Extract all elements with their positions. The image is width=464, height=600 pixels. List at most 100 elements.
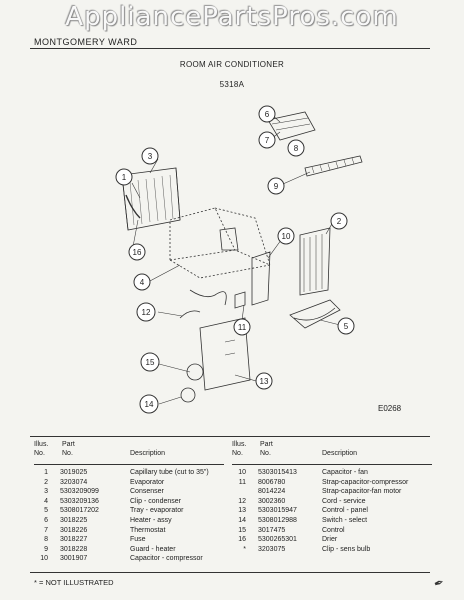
control-panel <box>199 317 251 391</box>
illus-number: 2 <box>44 478 48 486</box>
table-row: 2 3203074 Evaporator <box>34 478 224 488</box>
brand-name: MONTGOMERY WARD <box>34 37 138 47</box>
callout-12: 12 <box>136 302 156 322</box>
callout-4: 4 <box>133 273 151 291</box>
illus-number: 3 <box>44 488 48 496</box>
illus-number: 9 <box>44 545 48 553</box>
header-part-no: No. <box>260 450 271 457</box>
part-number: 8006780 <box>258 478 286 486</box>
part-description: Strap-capacitor-fan motor <box>322 488 402 496</box>
svg-text:11: 11 <box>238 323 247 332</box>
svg-text:3: 3 <box>148 152 153 161</box>
illus-number: 14 <box>238 516 246 524</box>
part-number: 5303015413 <box>258 469 297 476</box>
part-description: Drier <box>322 536 338 544</box>
part-number: 5303015947 <box>258 507 297 515</box>
illus-number: 7 <box>44 526 48 534</box>
illus-number: 11 <box>238 478 246 486</box>
callout-11: 11 <box>233 318 251 336</box>
parts-table-right: Illus. No. Part No. Description 10 530301… <box>232 440 432 554</box>
callout-6: 6 <box>258 105 276 123</box>
callout-3: 3 <box>141 147 159 165</box>
callout-1: 1 <box>115 168 133 186</box>
part-description: Thermostat <box>130 526 166 534</box>
part-number: 3203074 <box>60 478 88 486</box>
part-number: 3018226 <box>60 526 88 534</box>
part-description: Guard - heater <box>130 545 176 553</box>
table-row: 8014224 Strap-capacitor-fan motor <box>232 487 432 497</box>
part-description: Control - panel <box>322 507 368 515</box>
part-number: 3018228 <box>60 545 88 553</box>
table-row: 4 5303209136 Clip - condenser <box>34 497 224 507</box>
part-description: Fuse <box>130 536 146 544</box>
header-rule-left <box>34 464 224 465</box>
part-number: 3001907 <box>60 555 88 563</box>
header-illus: Illus. <box>232 441 247 448</box>
part-number: 5308012988 <box>258 516 297 524</box>
part-description: Strap-capacitor-compressor <box>322 478 409 486</box>
illus-number: 5 <box>44 507 48 515</box>
part-description: Consenser <box>130 488 164 496</box>
part-description: Clip - condenser <box>130 497 181 505</box>
callout-15: 15 <box>140 352 160 372</box>
header-part-no: No. <box>62 450 73 457</box>
part-description: Capacitor - compressor <box>130 555 203 563</box>
table-row: 9 3018228 Guard - heater <box>34 545 224 555</box>
svg-text:2: 2 <box>337 217 342 226</box>
table-top-rule <box>30 436 430 437</box>
svg-text:13: 13 <box>260 377 269 386</box>
callout-2: 2 <box>330 212 348 230</box>
part-number: 3002360 <box>258 497 286 505</box>
page-title: ROOM AIR CONDITIONER <box>179 60 285 69</box>
part-number: 3018227 <box>60 536 88 544</box>
figure-code: E0268 <box>378 404 402 413</box>
footnote: * = NOT ILLUSTRATED <box>34 578 114 587</box>
illus-number: 10 <box>238 469 246 476</box>
part-number: 3018225 <box>60 516 88 524</box>
part-number: 3203075 <box>258 545 286 553</box>
callout-10: 10 <box>277 227 295 245</box>
illus-number: 13 <box>238 507 246 515</box>
header-description: Description <box>130 450 166 457</box>
part-number: 5303209136 <box>60 497 99 505</box>
part-number: 3019025 <box>60 469 88 476</box>
header-rule-right <box>232 464 432 465</box>
svg-text:16: 16 <box>133 248 142 257</box>
heater-guard <box>304 155 363 177</box>
evaporator-tray <box>289 299 341 329</box>
table-row: 11 8006780 Strap-capacitor-compressor <box>232 478 432 488</box>
svg-text:10: 10 <box>282 232 291 241</box>
part-number: 8014224 <box>258 488 286 496</box>
table-header-right: Illus. No. Part No. Description <box>232 440 432 464</box>
svg-text:5: 5 <box>344 322 349 331</box>
callout-13: 13 <box>255 372 273 390</box>
part-number: 3017475 <box>258 526 286 534</box>
handwritten-mark: ✒ <box>431 574 447 592</box>
table-row: 7 3018226 Thermostat <box>34 526 224 536</box>
illus-number: 4 <box>44 497 48 505</box>
table-header-left: Illus. No. Part No. Description <box>34 440 224 464</box>
svg-text:14: 14 <box>145 400 154 409</box>
illus-number: * <box>243 545 246 553</box>
part-description: Evaporator <box>130 478 165 486</box>
svg-text:1: 1 <box>122 173 127 182</box>
svg-text:12: 12 <box>142 308 151 317</box>
header-no: No. <box>232 450 243 457</box>
table-row: 13 5303015947 Control - panel <box>232 506 432 516</box>
svg-text:9: 9 <box>274 182 279 191</box>
header-no: No. <box>34 450 45 457</box>
table-bottom-rule <box>30 572 430 573</box>
